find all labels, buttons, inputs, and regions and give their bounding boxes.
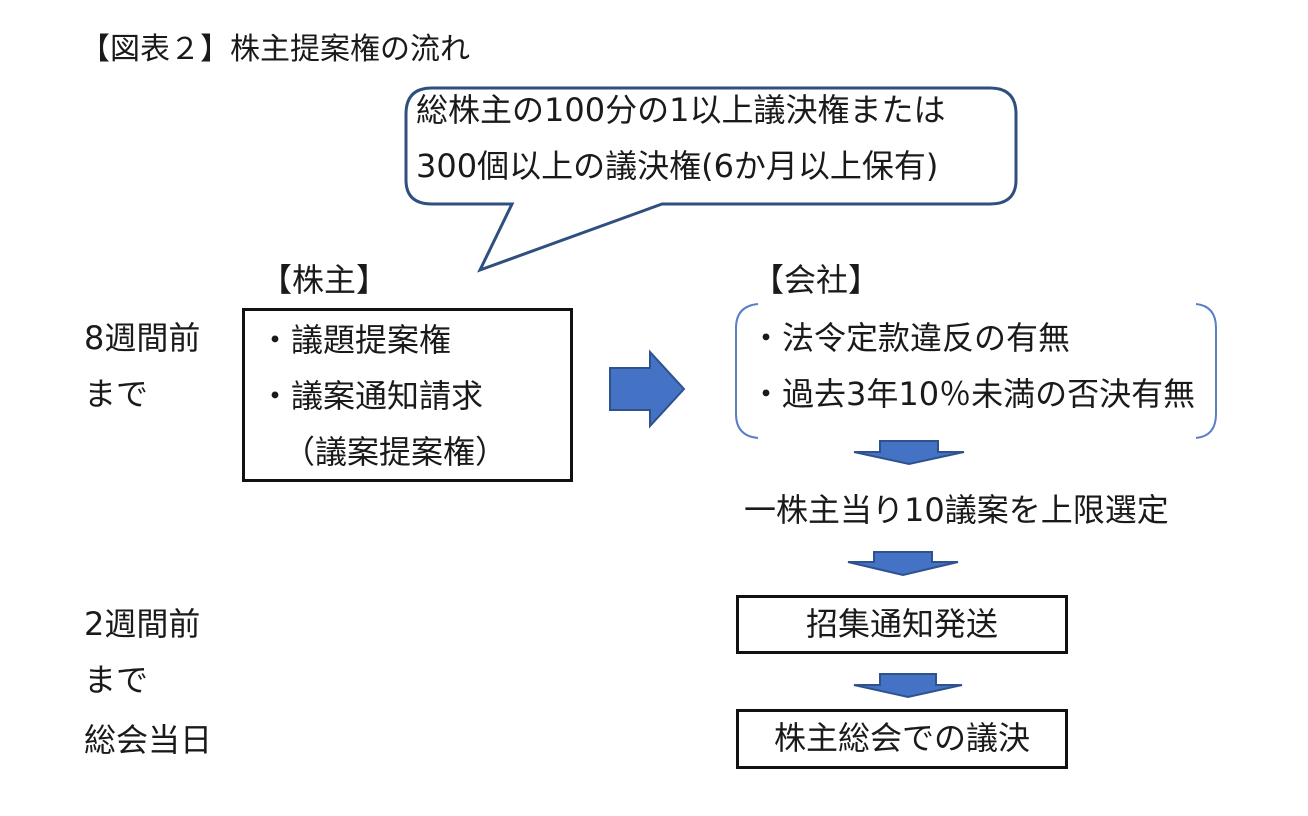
- page-title: 【図表２】株主提案権の流れ: [80, 32, 470, 67]
- timeline-2-weeks-until: まで: [84, 661, 149, 699]
- notice-box: 招集通知発送: [736, 595, 1068, 654]
- callout-bubble: [404, 86, 1018, 273]
- callout-line-2: 300個以上の議決権(6か月以上保有): [416, 147, 939, 185]
- company-check-past-rejection: ・過去3年10％未満の否決有無: [750, 375, 1196, 413]
- callout-line-1: 総株主の100分の1以上議決権または: [416, 91, 946, 129]
- right-bracket: [1195, 303, 1217, 439]
- shareholder-rights-box: ・議題提案権 ・議案通知請求 （議案提案権）: [242, 308, 573, 482]
- notice-label: 招集通知発送: [805, 605, 998, 643]
- company-check-violation: ・法令定款違反の有無: [750, 319, 1071, 357]
- timeline-2-weeks: 2週間前: [84, 605, 201, 643]
- shareholder-item-proposal-right: （議案提案権）: [283, 433, 508, 471]
- down-arrow-icon: [853, 440, 965, 466]
- timeline-8-weeks-until: まで: [84, 375, 149, 413]
- company-heading: 【会社】: [752, 261, 881, 299]
- timeline-8-weeks: 8週間前: [84, 319, 201, 357]
- down-arrow-icon: [853, 673, 963, 699]
- timeline-meeting-day: 総会当日: [84, 721, 213, 759]
- shareholder-item-notice-request: ・議案通知請求: [259, 377, 484, 415]
- selection-step: 一株主当り10議案を上限選定: [744, 491, 1169, 529]
- resolution-box: 株主総会での議決: [736, 709, 1068, 769]
- right-arrow-icon: [609, 349, 686, 429]
- shareholder-item-agenda: ・議題提案権: [259, 321, 452, 359]
- down-arrow-icon: [847, 551, 959, 577]
- shareholder-heading: 【株主】: [260, 261, 389, 299]
- resolution-label: 株主総会での議決: [773, 719, 1030, 757]
- left-bracket: [735, 303, 759, 439]
